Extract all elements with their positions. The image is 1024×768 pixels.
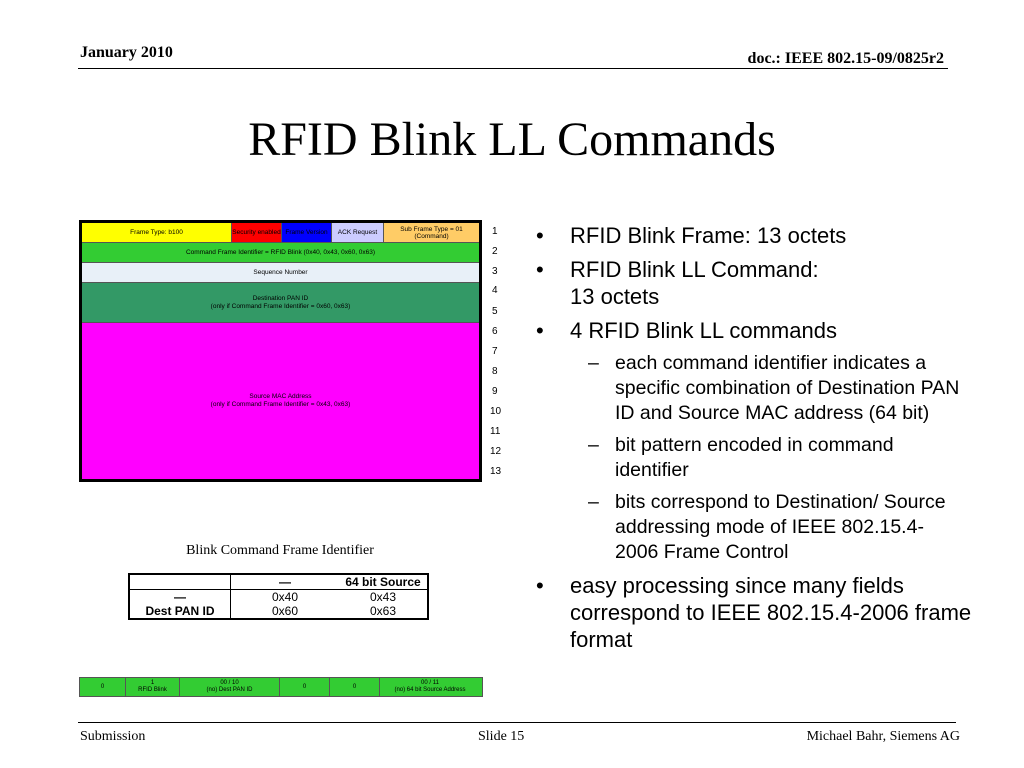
table-row: — 0x40 0x43 [129, 589, 428, 604]
bullet-item: RFID Blink Frame: 13 octets [534, 222, 1014, 249]
row-number: 8 [492, 366, 498, 377]
bit-label: (no) 64 bit Source Address [394, 687, 466, 693]
sub-bullet-item: –each command identifier indicates a spe… [588, 352, 960, 424]
bit-cell: 00 / 10 (no) Dest PAN ID [180, 678, 280, 696]
table-cell [129, 574, 231, 590]
table-cell: 0x60 [271, 604, 299, 618]
footer-rule [78, 722, 956, 723]
bit-cell: 1 RFID Blink [126, 678, 180, 696]
table-header-row: — 64 bit Source [129, 574, 428, 590]
cfi-table: — 64 bit Source — 0x40 0x43 Dest PAN ID … [128, 573, 429, 620]
slide-title: RFID Blink LL Commands [248, 113, 776, 166]
header-doc-id: doc.: IEEE 802.15-09/0825r2 [747, 50, 944, 67]
row-number: 2 [492, 246, 498, 257]
table-cell: 0x43 [369, 590, 397, 604]
row-number: 13 [490, 466, 502, 477]
row-number: 11 [490, 426, 501, 437]
footer-author: Michael Bahr, Siemens AG [806, 729, 960, 744]
bullet-text: RFID Blink Frame: 13 octets [570, 223, 847, 248]
security-cell: Security enabled [232, 223, 282, 242]
row-number: 6 [492, 326, 498, 337]
table-cell: 0x63 [369, 604, 397, 618]
table-cell: 0x40 [271, 590, 299, 604]
frame-row-cfi: Command Frame Identifier = RFID Blink (0… [82, 243, 479, 263]
frame-row-source-mac: Source MAC Address (only if Command Fram… [82, 323, 479, 479]
row-number: 9 [492, 386, 498, 397]
bit-label: RFID Blink [138, 687, 167, 693]
frame-diagram: Frame Type: b100 Security enabled Frame … [79, 220, 482, 482]
bullet-text: 13 octets [570, 284, 660, 309]
frame-row-dest-pan: Destination PAN ID (only if Command Fram… [82, 283, 479, 323]
sub-bullet-item: –bit pattern encoded in command identifi… [588, 434, 894, 481]
frame-version-cell: Frame Version [282, 223, 332, 242]
bit-value: 1 [150, 680, 155, 686]
bullet-text: bits correspond to Destination/ Source a… [615, 491, 946, 563]
dest-pan-label: Destination PAN ID [252, 294, 309, 302]
bullet-text: bit pattern encoded in command identifie… [615, 434, 894, 481]
ack-request-cell: ACK Request [332, 223, 384, 242]
bit-cell: 00 / 11 (no) 64 bit Source Address [380, 678, 480, 696]
dest-pan-note: (only if Command Frame Identifier = 0x60… [210, 302, 351, 310]
bullet-text: easy processing since many fields corres… [570, 573, 972, 652]
table-cell: Dest PAN ID [129, 604, 231, 619]
footer-left: Submission [80, 729, 146, 744]
table-cell: 64 bit Source [339, 574, 428, 590]
row-number: 4 [492, 285, 498, 296]
bit-cell: 0 [280, 678, 330, 696]
bullet-list: RFID Blink Frame: 13 octets RFID Blink L… [534, 222, 1014, 660]
bit-value: 00 / 10 [220, 680, 239, 686]
bit-value: 0 [100, 683, 105, 690]
row-number: 10 [490, 406, 502, 417]
bullet-item: 4 RFID Blink LL commands [534, 317, 1014, 344]
table-cell: — [230, 574, 339, 590]
slide-number: Slide 15 [478, 729, 525, 744]
bullet-text: 4 RFID Blink LL commands [570, 318, 837, 343]
row-number: 7 [492, 346, 498, 357]
bit-value: 0 [302, 683, 307, 690]
bit-cell: 0 [80, 678, 126, 696]
bullet-item: easy processing since many fields corres… [534, 572, 1010, 653]
bit-cell: 0 [330, 678, 380, 696]
table-caption: Blink Command Frame Identifier [186, 543, 374, 558]
bit-pattern-bar: 0 1 RFID Blink 00 / 10 (no) Dest PAN ID … [79, 677, 483, 697]
header-date: January 2010 [80, 44, 173, 61]
bit-value: 00 / 11 [421, 680, 439, 686]
table-row: Dest PAN ID 0x60 0x63 [129, 604, 428, 619]
row-number: 12 [490, 446, 502, 457]
bullet-text: RFID Blink LL Command: [570, 257, 819, 282]
bullet-text: each command identifier indicates a spec… [615, 352, 960, 424]
header-rule [78, 68, 948, 69]
sub-frame-type-cell: Sub Frame Type = 01 (Command) [384, 223, 479, 242]
frame-row-sequence: Sequence Number [82, 263, 479, 283]
table-cell: — [129, 589, 231, 604]
row-number: 1 [492, 226, 498, 237]
frame-row-control: Frame Type: b100 Security enabled Frame … [82, 223, 479, 243]
frame-type-cell: Frame Type: b100 [82, 223, 232, 242]
source-mac-note: (only if Command Frame Identifier = 0x43… [210, 401, 351, 408]
bit-label: (no) Dest PAN ID [206, 687, 253, 693]
bullet-item: RFID Blink LL Command:13 octets [534, 256, 1014, 310]
source-mac-label: Source MAC Address [249, 393, 312, 400]
row-number: 3 [492, 266, 498, 277]
sub-bullet-item: –bits correspond to Destination/ Source … [588, 491, 946, 563]
row-number: 5 [492, 306, 498, 317]
bit-value: 0 [352, 683, 357, 690]
